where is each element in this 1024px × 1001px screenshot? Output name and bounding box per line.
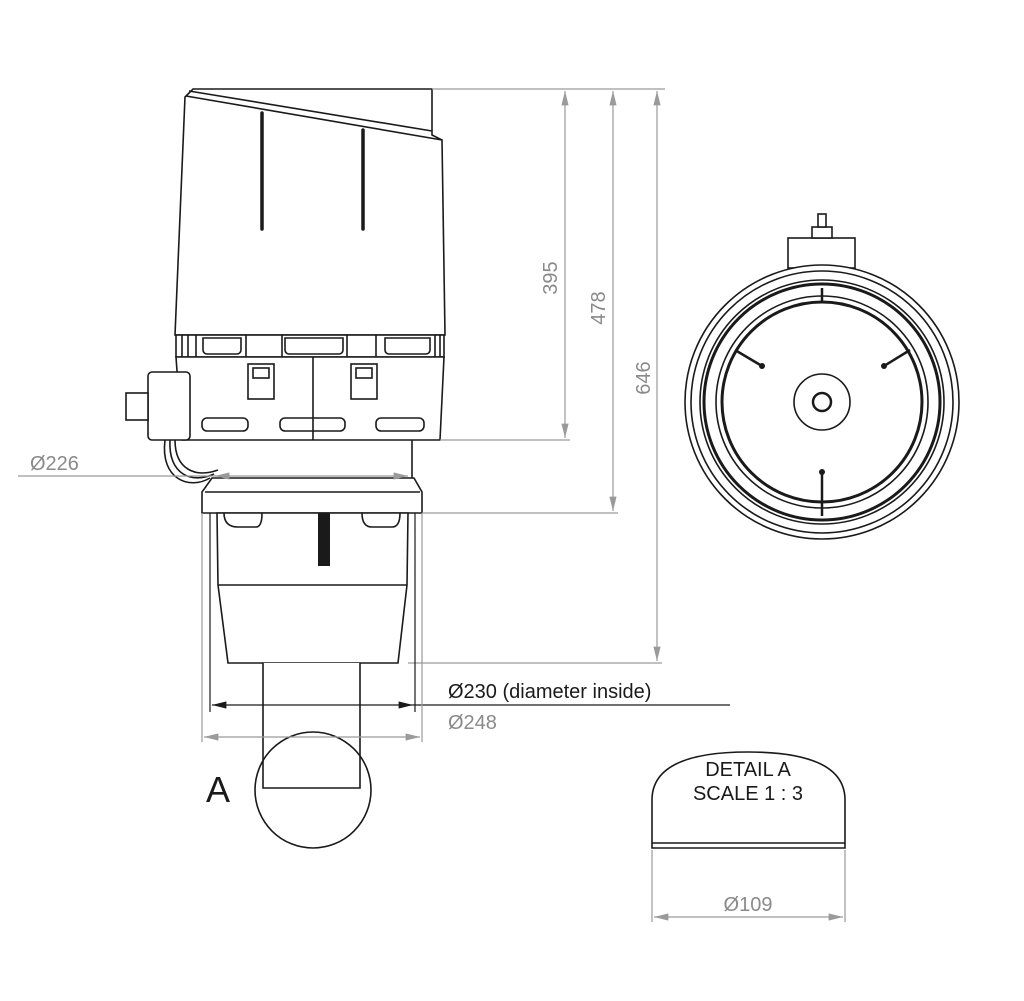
cable-gland [125,392,149,421]
dim-d226: Ø226 [30,453,79,475]
detail-a-view: DETAIL A SCALE 1 : 3 Ø109 [651,751,846,922]
detail-circle [254,731,372,849]
pipe [262,663,361,789]
lower-duct [216,512,409,664]
dim-d248: Ø248 [448,712,497,734]
side-view: A [125,88,446,849]
connector [787,237,856,269]
dim-d230: Ø230 (diameter inside) [448,681,651,703]
hub [793,373,851,431]
motor-housing [175,356,445,441]
detail-marker: A [206,769,230,810]
dim-478: 478 [588,291,610,324]
top-view [684,213,960,540]
detail-scale: SCALE 1 : 3 [693,783,803,805]
fan-hood [174,88,446,336]
dimensions: 395 478 646 Ø226 Ø230 (diameter inside) … [18,88,730,742]
detail-title: DETAIL A [705,759,791,781]
label-strip [318,513,330,566]
junction-box [147,371,191,441]
dim-d109: Ø109 [724,894,773,916]
dim-395: 395 [540,261,562,294]
dim-646: 646 [633,361,655,394]
roof-flange [201,477,423,514]
